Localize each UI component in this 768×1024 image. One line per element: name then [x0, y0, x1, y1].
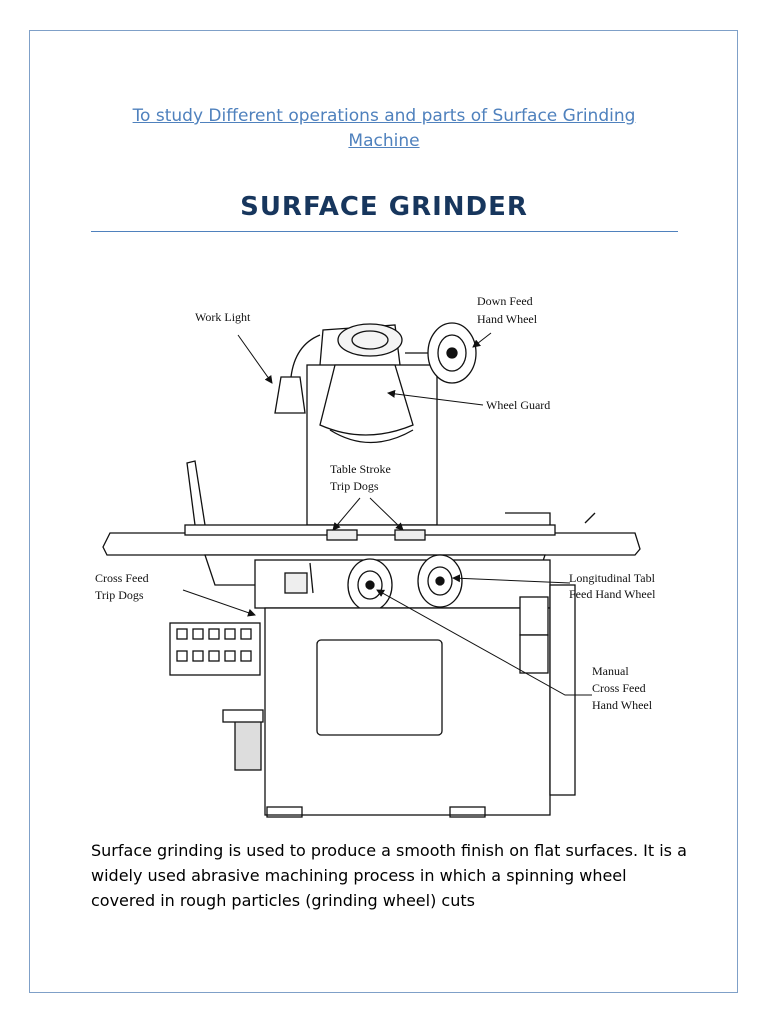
label-manual-3: Hand Wheel	[592, 698, 653, 712]
title-divider	[91, 231, 678, 232]
label-cross-feed-2: Trip Dogs	[95, 588, 144, 602]
label-longitudinal-2: Feed Hand Wheel	[569, 587, 655, 601]
page-border	[29, 30, 738, 993]
label-manual-2: Cross Feed	[592, 681, 646, 695]
page-title: SURFACE GRINDER	[240, 192, 528, 222]
machine-drawing	[102, 322, 641, 818]
label-table-stroke-1: Table Stroke	[330, 462, 391, 476]
label-wheel-guard: Wheel Guard	[486, 398, 550, 412]
label-down-feed-1: Down Feed	[477, 294, 533, 308]
diagram-labels: Work Light Down Feed Hand Wheel Wheel Gu…	[95, 294, 655, 712]
body-paragraph: Surface grinding is used to produce a sm…	[91, 841, 687, 910]
label-cross-feed-1: Cross Feed	[95, 571, 149, 585]
label-table-stroke-2: Trip Dogs	[330, 479, 379, 493]
surface-grinder-diagram: Work Light Down Feed Hand Wheel Wheel Gu…	[95, 294, 655, 818]
label-manual-1: Manual	[592, 664, 629, 678]
leader-lines	[182, 332, 592, 696]
page-subtitle[interactable]: To study Different operations and parts …	[132, 106, 636, 151]
label-down-feed-2: Hand Wheel	[477, 312, 538, 326]
label-work-light: Work Light	[195, 310, 251, 324]
label-longitudinal-1: Longitudinal Table	[569, 571, 655, 585]
